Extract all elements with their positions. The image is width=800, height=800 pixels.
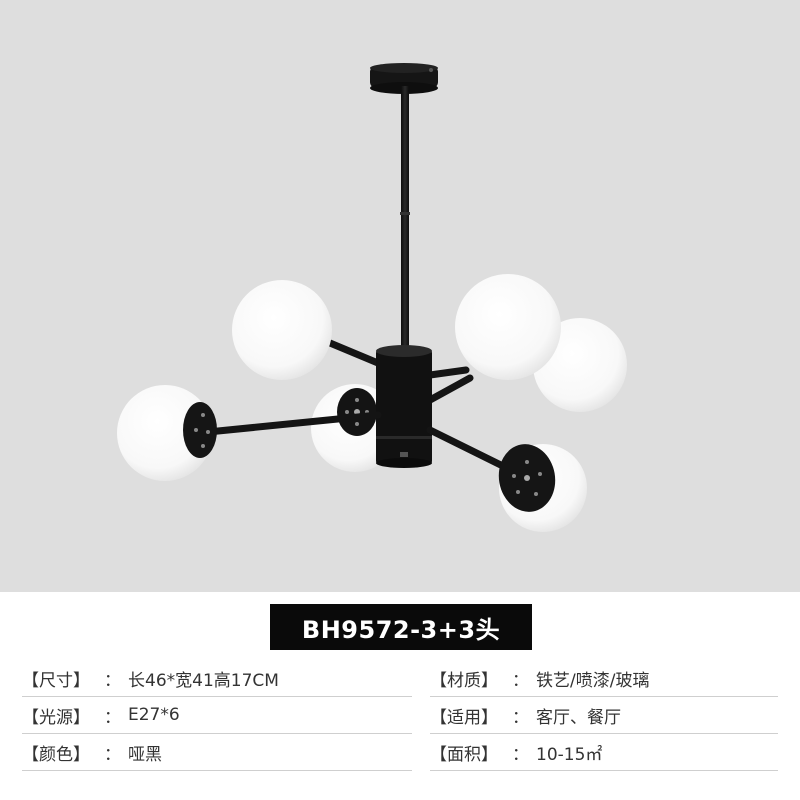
spec-value: 哑黑 bbox=[128, 744, 162, 765]
ceiling-canopy bbox=[370, 63, 438, 94]
mount-disc-center bbox=[337, 388, 377, 436]
model-title: BH9572-3+3头 bbox=[270, 604, 532, 650]
spec-value: 10-15㎡ bbox=[536, 744, 603, 765]
mount-disc-lower-right bbox=[498, 444, 556, 512]
spec-label: 【面积】 bbox=[430, 744, 498, 765]
spec-value: 铁艺/喷漆/玻璃 bbox=[536, 670, 650, 691]
chandelier-icon bbox=[117, 63, 627, 532]
spec-value: E27*6 bbox=[128, 705, 180, 725]
spec-value: 客厅、餐厅 bbox=[536, 707, 621, 728]
spec-label: 【光源】 bbox=[22, 707, 90, 728]
spec-colon: ： bbox=[104, 744, 121, 765]
spec-label: 【适用】 bbox=[430, 707, 498, 728]
spec-colon: ： bbox=[512, 744, 529, 765]
spec-colon: ： bbox=[512, 707, 529, 728]
spec-colon: ： bbox=[512, 670, 529, 691]
spec-row-material: 【材质】 ： 铁艺/喷漆/玻璃 bbox=[430, 660, 778, 697]
product-photo bbox=[0, 0, 800, 592]
spec-label: 【材质】 bbox=[430, 670, 498, 691]
spec-row-light-source: 【光源】 ： E27*6 bbox=[22, 697, 412, 734]
globe-upper-right bbox=[455, 274, 561, 380]
central-body bbox=[376, 345, 432, 468]
down-rod bbox=[401, 86, 409, 352]
spec-colon: ： bbox=[104, 707, 121, 728]
mount-disc-left bbox=[183, 402, 217, 458]
spec-label: 【尺寸】 bbox=[22, 670, 90, 691]
spec-label: 【颜色】 bbox=[22, 744, 90, 765]
spec-row-application: 【适用】 ： 客厅、餐厅 bbox=[430, 697, 778, 734]
globe-upper-left bbox=[232, 280, 332, 380]
specs-left-column: 【尺寸】 ： 长46*宽41高17CM 【光源】 ： E27*6 【颜色】 ： … bbox=[22, 660, 412, 771]
spec-value: 长46*宽41高17CM bbox=[128, 670, 279, 691]
specs-right-column: 【材质】 ： 铁艺/喷漆/玻璃 【适用】 ： 客厅、餐厅 【面积】 ： 10-1… bbox=[430, 660, 778, 771]
spec-colon: ： bbox=[104, 670, 121, 691]
spec-row-color: 【颜色】 ： 哑黑 bbox=[22, 734, 412, 771]
spec-row-size: 【尺寸】 ： 长46*宽41高17CM bbox=[22, 660, 412, 697]
spec-row-area: 【面积】 ： 10-15㎡ bbox=[430, 734, 778, 771]
